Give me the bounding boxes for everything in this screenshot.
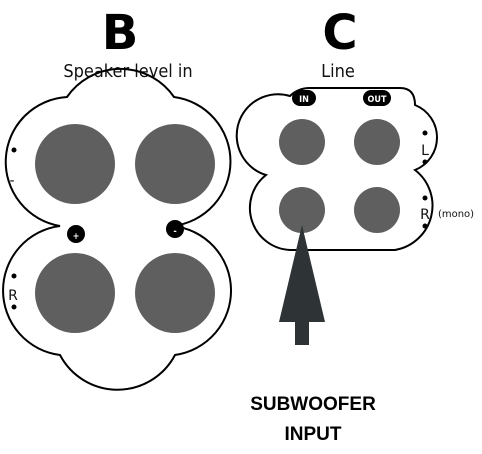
panel-c-dot-r-top [422,195,428,201]
line-in-right-terminal [279,187,325,233]
minus-badge-label: - [173,227,176,237]
label-r: R [420,207,430,223]
panel-b-outline [2,67,232,391]
panel-b-dot-top [11,147,17,153]
label-l: L [421,143,429,159]
speaker-terminal-bottom-left [35,253,115,333]
plus-badge-icon [67,225,85,243]
in-badge-label: IN [299,95,309,105]
out-badge-icon [363,90,391,106]
in-badge-icon [292,90,316,106]
panel-c-dot-l-top [422,130,428,136]
panel-b-left-top-label: - [9,173,14,189]
speaker-terminal-bottom-right [135,253,215,333]
panel-b-title: Speaker level in [63,61,192,82]
panel-b-letter: B [102,5,139,61]
line-out-left-terminal [354,119,400,165]
panel-c-letter: C [322,5,357,61]
out-badge-label: OUT [368,95,387,105]
panel-c-dot-l-bottom [422,159,428,165]
speaker-terminal-top-left [35,124,115,204]
line-in-left-terminal [279,119,325,165]
label-mono: (mono) [438,209,474,220]
caption-line-2: INPUT [285,424,342,445]
caption-line-1: SUBWOOFER [250,394,376,415]
minus-badge-icon [166,220,184,238]
plus-badge-label: + [73,232,80,242]
panel-c-outline [235,87,438,251]
panel-b-dot-bottom [11,273,17,279]
subwoofer-input-arrow-icon [279,225,325,345]
panel-c-dot-r-bottom [422,223,428,229]
speaker-terminal-top-right [135,124,215,204]
panel-b-left-bottom-label: R [8,288,18,304]
panel-c-title: Line [321,61,355,82]
panel-b-dot-lower [11,304,17,310]
line-out-right-terminal [354,187,400,233]
